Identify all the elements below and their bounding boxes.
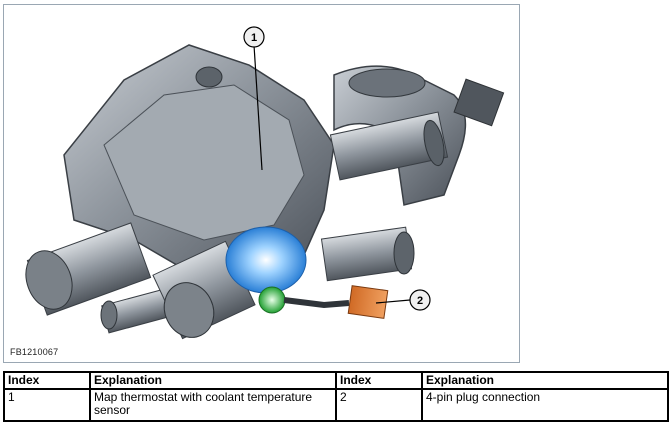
callout-1: 1 — [251, 32, 257, 44]
figure-code: FB1210067 — [10, 347, 59, 357]
header-explanation-2: Explanation — [421, 371, 669, 390]
callout-2: 2 — [417, 295, 423, 307]
legend-table: Index Explanation Index Explanation 1 Ma… — [3, 371, 669, 422]
legend-header-row: Index Explanation Index Explanation — [3, 371, 669, 390]
header-index-1: Index — [3, 371, 91, 390]
cell-explanation-1: Map thermostat with coolant temperature … — [89, 388, 337, 422]
header-explanation-1: Explanation — [89, 371, 337, 390]
cell-index-2: 2 — [335, 388, 423, 422]
component-illustration: 1 2 FB1210067 — [3, 4, 520, 363]
header-index-2: Index — [335, 371, 423, 390]
thermostat-housing-drawing: 1 2 — [25, 26, 505, 340]
cell-index-1: 1 — [3, 388, 91, 422]
table-row: 1 Map thermostat with coolant temperatur… — [3, 388, 669, 422]
cell-explanation-2: 4-pin plug connection — [421, 388, 669, 422]
